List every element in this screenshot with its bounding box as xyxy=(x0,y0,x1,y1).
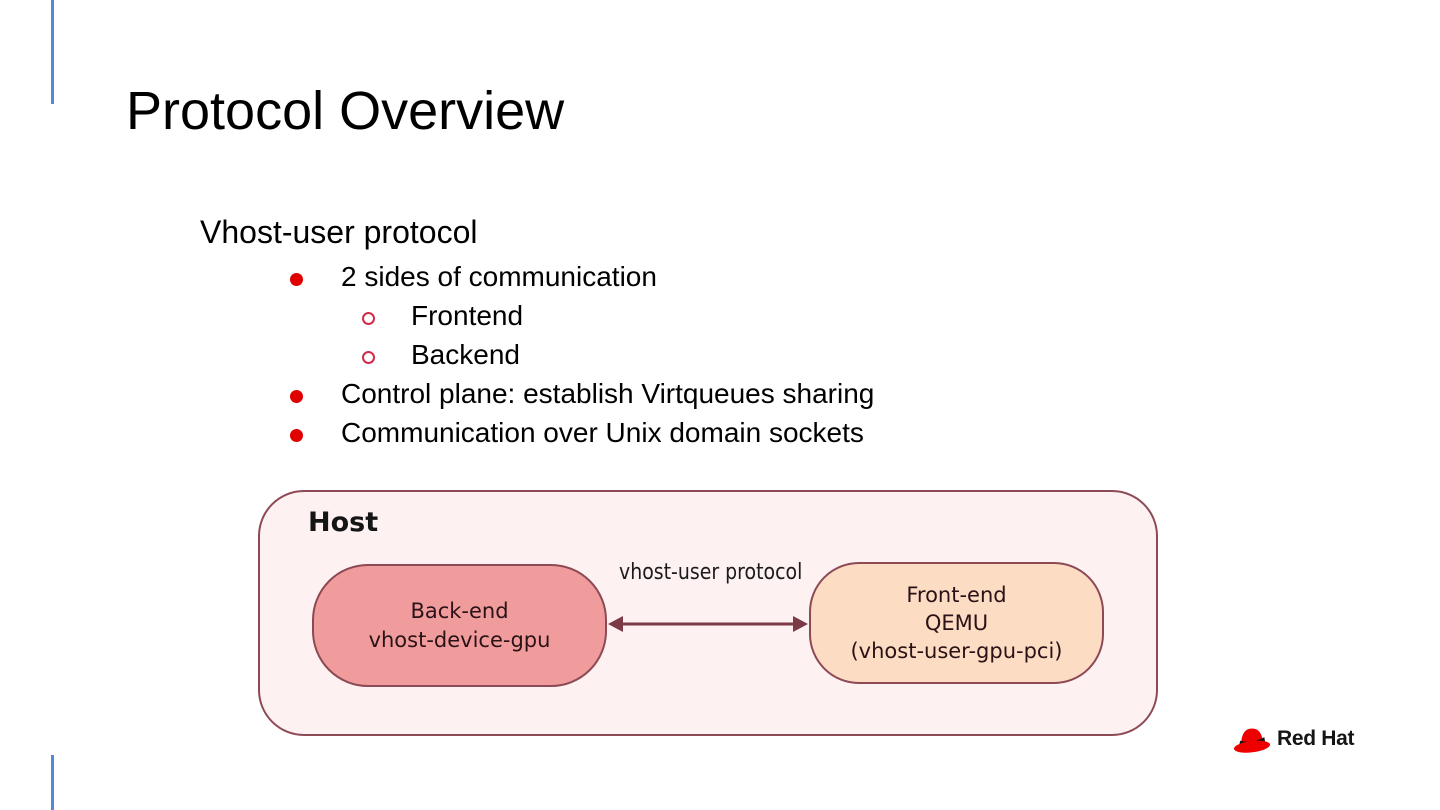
bullet-item: Backend xyxy=(362,340,520,370)
arrow-label: vhost-user protocol xyxy=(619,560,803,585)
backend-box-line: Back-end xyxy=(410,598,509,623)
filled-bullet-icon xyxy=(290,389,303,403)
redhat-logo: Red Hat xyxy=(1232,722,1355,755)
frontend-box-line: (vhost-user-gpu-pci) xyxy=(850,639,1063,663)
slide-title: Protocol Overview xyxy=(126,81,565,141)
bullet-item: Control plane: establish Virtqueues shar… xyxy=(290,379,874,409)
bullet-text: Frontend xyxy=(411,300,524,331)
bullet-text: Communication over Unix domain sockets xyxy=(341,417,864,448)
bullet-text: 2 sides of communication xyxy=(341,261,657,292)
filled-bullet-icon xyxy=(290,272,303,286)
bullet-item: Communication over Unix domain sockets xyxy=(290,418,864,448)
bidirectional-arrow-icon xyxy=(608,616,808,632)
redhat-wordmark: Red Hat xyxy=(1277,726,1355,750)
backend-box-line: vhost-device-gpu xyxy=(368,627,551,652)
accent-line-bottom xyxy=(51,755,54,810)
frontend-box: Front-end QEMU (vhost-user-gpu-pci) xyxy=(809,562,1104,684)
hollow-bullet-icon xyxy=(362,350,375,364)
bullet-item: 2 sides of communication xyxy=(290,262,657,292)
bullet-text: Control plane: establish Virtqueues shar… xyxy=(341,378,875,409)
host-diagram: Host Back-end vhost-device-gpu Front-end… xyxy=(258,490,1158,736)
accent-line-top xyxy=(51,0,54,104)
red-hat-fedora-icon xyxy=(1233,728,1271,753)
filled-bullet-icon xyxy=(290,428,303,442)
slide-subtitle: Vhost-user protocol xyxy=(200,214,478,250)
bullet-item: Frontend xyxy=(362,301,523,331)
frontend-box-line: Front-end xyxy=(906,583,1007,607)
backend-box: Back-end vhost-device-gpu xyxy=(312,564,607,687)
host-label: Host xyxy=(308,507,379,538)
bullet-text: Backend xyxy=(411,339,520,370)
frontend-box-line: QEMU xyxy=(924,611,989,635)
hollow-bullet-icon xyxy=(362,311,375,325)
